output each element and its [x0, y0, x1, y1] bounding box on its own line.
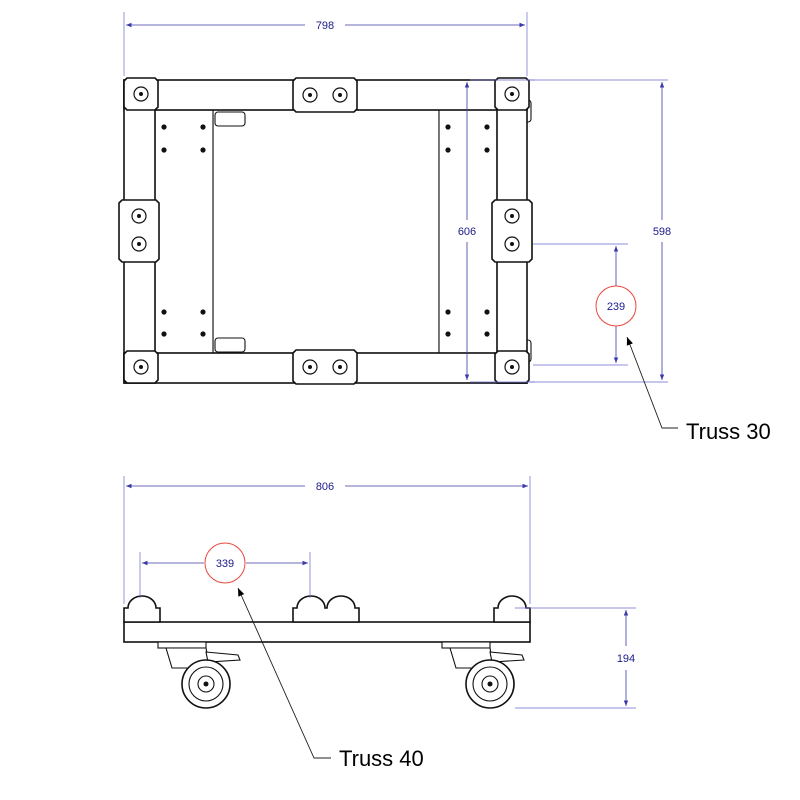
- top-caster-hint-bl: [214, 337, 246, 353]
- top-caster-hint-tl: [214, 111, 246, 127]
- dim-side-height: 194: [515, 607, 636, 709]
- caster-right: [441, 641, 525, 709]
- dim-top-truss-spacing-label: 239: [607, 301, 625, 313]
- dim-side-height-label: 194: [617, 653, 635, 665]
- dim-top-height-inner-label: 606: [458, 226, 476, 238]
- top-left-plate: [154, 109, 214, 354]
- callout-truss-30-label: Truss 30: [686, 419, 771, 444]
- dim-top-width-label: 798: [316, 20, 334, 32]
- callout-truss-40: Truss 40: [237, 587, 424, 771]
- side-base-beam: [123, 621, 531, 643]
- dim-top-height-outer: 598: [527, 79, 671, 383]
- caster-left: [157, 641, 241, 709]
- dim-top-truss-spacing: 239: [533, 243, 637, 366]
- callout-truss-30: Truss 30: [626, 336, 771, 444]
- side-view: 806 339 194 Truss 40: [123, 476, 636, 771]
- top-view: 798 606 598 239: [118, 12, 771, 444]
- bubble-239: [595, 285, 637, 327]
- dim-top-height-inner: 606: [458, 79, 535, 383]
- bubble-339: [204, 542, 246, 584]
- side-saddle-left: [123, 595, 161, 623]
- top-inner-panel: [212, 109, 440, 354]
- plate-bolts: [161, 124, 490, 337]
- side-saddle-center: [292, 595, 360, 623]
- dim-top-width: 798: [123, 12, 528, 76]
- dim-top-height-outer-label: 598: [653, 226, 671, 238]
- side-saddle-right: [493, 595, 531, 623]
- dim-side-truss-spacing: 339: [139, 542, 311, 598]
- callout-truss-40-label: Truss 40: [339, 746, 424, 771]
- dim-side-truss-spacing-label: 339: [216, 558, 234, 570]
- truss-holders: [118, 77, 533, 385]
- truss-holes: [131, 86, 520, 375]
- dim-side-width: 806: [123, 476, 531, 604]
- dim-side-width-label: 806: [316, 481, 334, 493]
